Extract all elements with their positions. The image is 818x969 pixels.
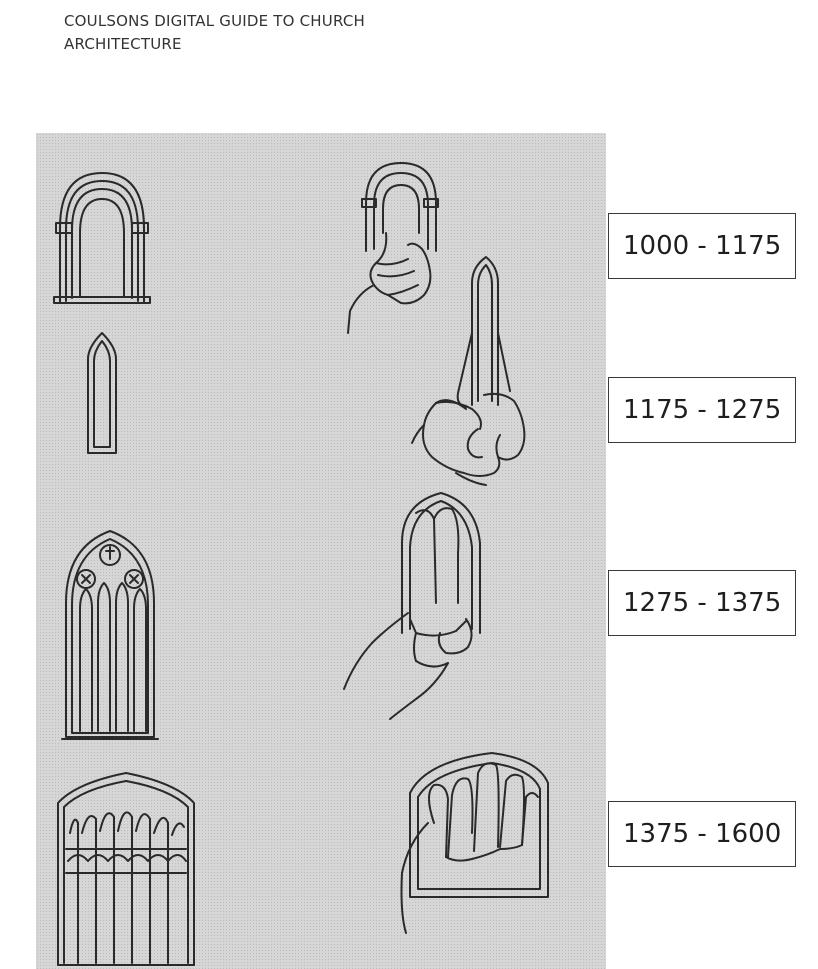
period-label-4: 1375 - 1600	[608, 801, 796, 867]
lancet-window-drawing	[87, 332, 117, 454]
page-heading: COULSONS DIGITAL GUIDE TO CHURCH ARCHITE…	[64, 10, 365, 56]
perpendicular-window-drawing	[57, 772, 195, 966]
heading-line-2: ARCHITECTURE	[64, 35, 182, 53]
hand-gesture-two-fingers	[343, 492, 481, 720]
hand-gesture-lancet	[411, 256, 526, 486]
norman-window-drawing	[53, 172, 151, 304]
heading-line-1: COULSONS DIGITAL GUIDE TO CHURCH	[64, 12, 365, 30]
illustration-panel	[36, 133, 606, 969]
decorated-window-drawing	[61, 530, 159, 740]
period-label-2: 1175 - 1275	[608, 377, 796, 443]
period-label-1: 1000 - 1175	[608, 213, 796, 279]
period-label-3: 1275 - 1375	[608, 570, 796, 636]
hand-gesture-round-arch	[347, 162, 439, 334]
hand-gesture-four-fingers	[400, 752, 549, 934]
